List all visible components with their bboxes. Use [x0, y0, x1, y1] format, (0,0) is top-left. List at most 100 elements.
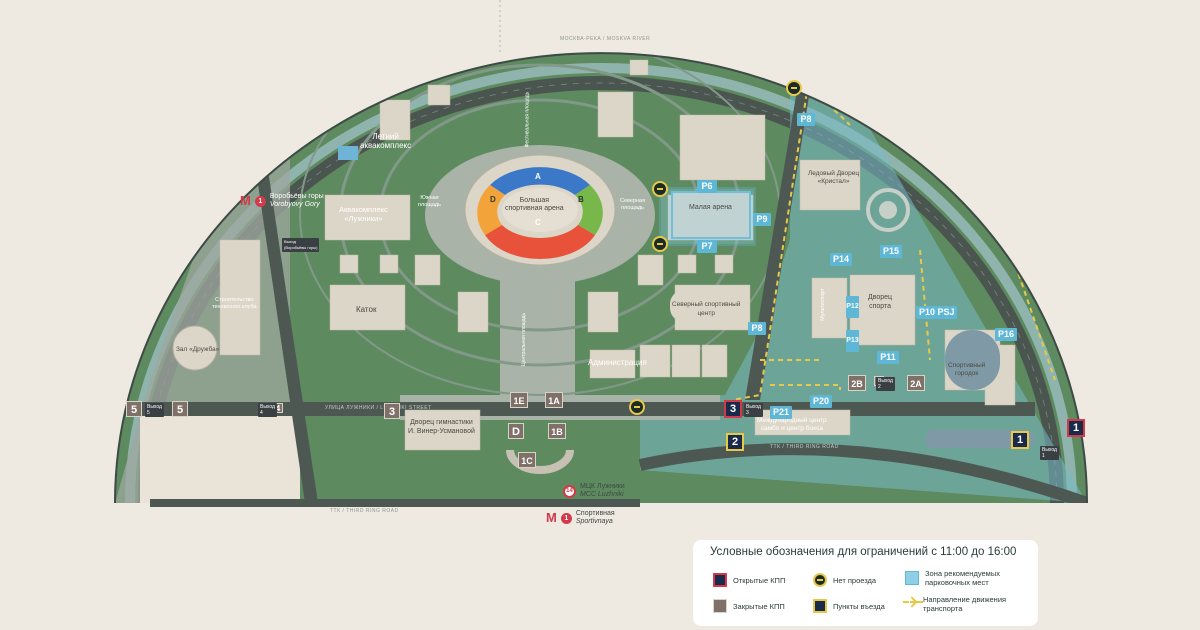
- legend-traffic-direction-label: Направление движения транспорта: [923, 595, 1007, 613]
- parking-p8-bottom: P8: [748, 322, 766, 335]
- gate-1c[interactable]: 1C: [518, 452, 536, 468]
- south-square-label: Южная площадь: [418, 195, 441, 208]
- legend-entry-points: Пункты въезда: [813, 599, 885, 613]
- mcc-station-name: МЦК Лужники: [580, 483, 625, 490]
- sport-palace-label: Дворец спорта: [868, 294, 893, 310]
- legend-parking-zone-label: Зона рекомендуемых парковочных мест: [925, 569, 1000, 587]
- open-gate-1[interactable]: 1: [1067, 419, 1085, 437]
- gate-d[interactable]: D: [508, 423, 524, 439]
- luzhniki-street: [115, 402, 1035, 416]
- no-entry-icon: [813, 573, 827, 587]
- legend-closed-gates: Закрытые КПП: [713, 599, 785, 613]
- parking-p12: P12: [846, 296, 859, 318]
- katok-label: Каток: [356, 305, 377, 314]
- dashed-arrow-icon: [903, 597, 923, 611]
- metro-line-badge: 1: [254, 195, 266, 207]
- legend-traffic-direction: Направление движения транспорта: [903, 595, 1006, 613]
- sambo-label: Международный центр самбо и центр бокса: [757, 417, 827, 432]
- exit-sign-1: Выход 1: [1040, 446, 1059, 460]
- metro-line-badge: 1: [560, 512, 572, 524]
- north-square-label: Северная площадь: [620, 198, 646, 211]
- gate-2b[interactable]: 2B: [848, 375, 866, 391]
- small-arena-label: Малая арена: [689, 204, 732, 211]
- katok: [333, 293, 403, 325]
- parking-p13: P13: [846, 330, 859, 352]
- summer-aqua-label: Летний аквакомплекс: [360, 132, 412, 150]
- exit-sign-4: Выход 4: [258, 403, 277, 417]
- entry-point-2[interactable]: 2: [726, 433, 744, 451]
- sector-d-stand: [477, 185, 505, 235]
- sector-b: B: [578, 195, 584, 204]
- parking-psj: PSJ: [935, 306, 957, 319]
- ttk-east: [638, 443, 1087, 504]
- north-sport-center-label: Северный спортивный центр: [672, 301, 741, 317]
- parking-p15: P15: [880, 245, 902, 258]
- gate-1b[interactable]: 1B: [548, 423, 566, 439]
- exit-sign-5: Выход 5: [145, 403, 164, 417]
- legend-closed-gates-label: Закрытые КПП: [733, 601, 785, 611]
- sector-c: C: [535, 218, 541, 227]
- gate-1e[interactable]: 1E: [510, 392, 528, 408]
- gate-2a[interactable]: 2A: [907, 375, 925, 391]
- river-label: МОСКВА-РЕКА / MOSKVA RIVER: [560, 36, 651, 42]
- gate-3-gymnastics[interactable]: 3: [384, 403, 400, 419]
- legend-entry-points-label: Пункты въезда: [833, 601, 885, 611]
- parking-p10: P10: [916, 306, 938, 319]
- west-diagonal-road: [250, 130, 318, 503]
- ttk-left-label: ТТК / THIRD RING ROAD: [330, 508, 399, 514]
- sport-town-label: Спортивный городок: [948, 362, 986, 377]
- sector-b-stand: [575, 185, 603, 235]
- metro-station-name: Воробьёвы горы: [269, 193, 324, 200]
- metro-station-name-en: Sportivnaya: [575, 518, 613, 525]
- mcc-station-name-en: MCC Luzhniki: [580, 491, 624, 498]
- gate-1a[interactable]: 1A: [545, 392, 563, 408]
- ttk-right-label: ТТК / THIRD RING ROAD: [770, 444, 839, 450]
- closed-gate-icon: [713, 599, 727, 613]
- tennis-club-label: Строительство теннисного клуба: [212, 297, 257, 310]
- legend-open-gates: Открытые КПП: [713, 573, 785, 587]
- open-gate-icon: [713, 573, 727, 587]
- central-square-label: Центральная площадь: [521, 312, 528, 367]
- no-entry-icon-2: [652, 181, 668, 197]
- mcc-line-badge: 14: [563, 484, 576, 498]
- metro-icon: М: [240, 193, 251, 208]
- metro-icon: М: [546, 510, 557, 525]
- parking-p6: P6: [697, 180, 717, 193]
- central-avenue: [500, 270, 575, 400]
- ice-palace-label: Ледовый Дворец «Кристал»: [808, 170, 860, 185]
- parking-p8-top: P8: [797, 113, 815, 126]
- legend-no-entry-label: Нет проезда: [833, 575, 877, 585]
- legend-open-gates-label: Открытые КПП: [733, 575, 786, 585]
- north-sport-center: [670, 290, 745, 322]
- metro-station-name: Спортивная: [575, 510, 615, 517]
- legend-title: Условные обозначения для ограничений с 1…: [710, 546, 1017, 558]
- druzhba-hall: [172, 325, 218, 371]
- southwest-beige-zone: [140, 412, 300, 503]
- sector-d: D: [490, 195, 496, 204]
- no-entry-icon-3: [652, 236, 668, 252]
- parking-p14: P14: [830, 253, 852, 266]
- aquacomplex-label: Аквакомплекс «Лужники»: [339, 205, 388, 223]
- entry-point-3[interactable]: 3: [724, 400, 742, 418]
- no-entry-icon-4: [629, 399, 645, 415]
- sector-c-stand: [485, 225, 595, 260]
- exit-sign-3: Выход 3: [744, 403, 763, 417]
- gymnastics-label: Дворец гимнастики И. Винер-Усмановой: [408, 419, 475, 435]
- legend-no-entry: Нет проезда: [813, 573, 876, 587]
- gate-5-left[interactable]: 5: [126, 401, 142, 417]
- gate-5-right[interactable]: 5: [172, 401, 188, 417]
- sector-a: A: [535, 172, 541, 181]
- exit-sign-2: Выход 2: [876, 377, 895, 391]
- legend: Условные обозначения для ограничений с 1…: [693, 540, 1038, 626]
- pool: [338, 146, 358, 160]
- parking-p16: P16: [995, 328, 1017, 341]
- parking-p21: P21: [770, 406, 792, 419]
- parking-zone-icon: [905, 571, 919, 585]
- parking-p20: P20: [810, 395, 832, 408]
- no-entry-icon-1: [786, 80, 802, 96]
- entry-point-1[interactable]: 1: [1011, 431, 1029, 449]
